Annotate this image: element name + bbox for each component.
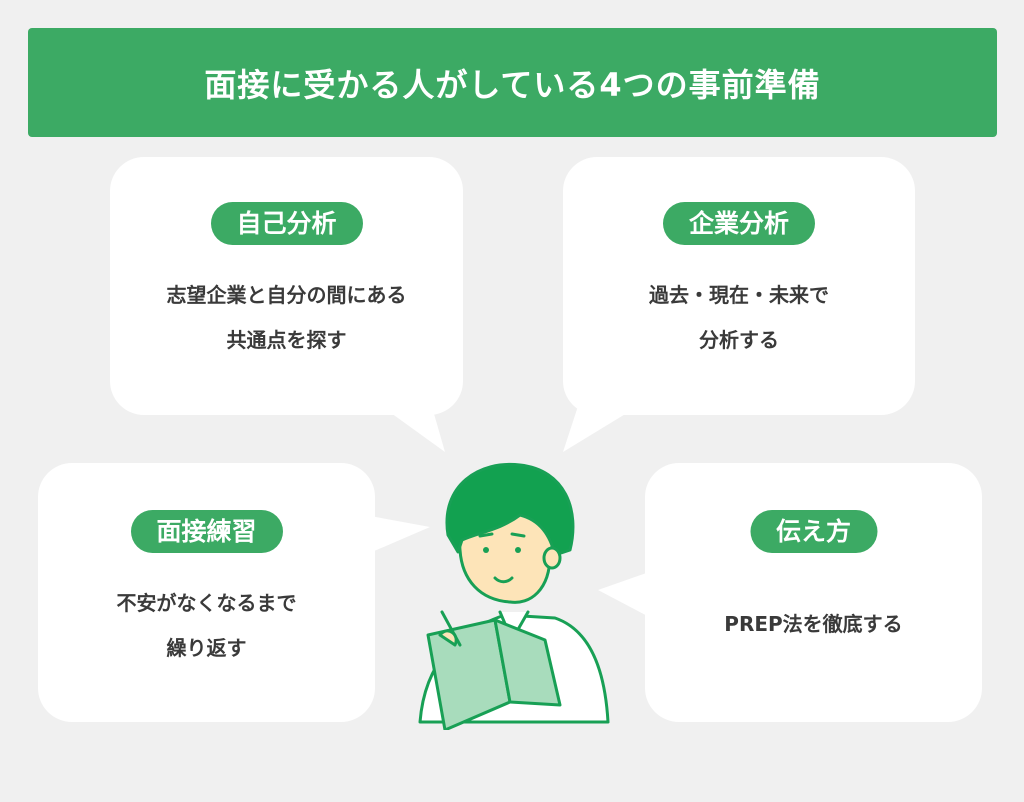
hair — [445, 462, 575, 557]
tail-bottom-left — [365, 515, 430, 555]
card-text-line: 分析する — [699, 328, 779, 352]
card-label: 伝え方 — [749, 510, 878, 553]
card-label: 自己分析 — [210, 202, 363, 245]
card-text-line: 繰り返す — [166, 636, 247, 660]
card-text: PREP法を徹底する — [645, 602, 982, 647]
card-label: 企業分析 — [662, 202, 816, 245]
card-how-to-convey: 伝え方 PREP法を徹底する — [645, 463, 982, 722]
card-text: 不安がなくなるまで 繰り返す — [38, 581, 375, 671]
card-company-analysis: 企業分析 過去・現在・未来で 分析する — [563, 157, 915, 415]
card-self-analysis: 自己分析 志望企業と自分の間にある 共通点を探す — [110, 157, 463, 415]
page-title: 面接に受かる人がしている4つの事前準備 — [28, 28, 997, 137]
card-text: 過去・現在・未来で 分析する — [563, 273, 915, 363]
student-illustration — [418, 462, 610, 730]
card-interview-practice: 面接練習 不安がなくなるまで 繰り返す — [38, 463, 375, 722]
card-text-line: 共通点を探す — [226, 328, 347, 352]
card-text: 志望企業と自分の間にある 共通点を探す — [110, 273, 463, 363]
tail-bottom-right — [598, 570, 655, 620]
card-text-line: 志望企業と自分の間にある — [166, 283, 407, 307]
card-text-line: 不安がなくなるまで — [116, 591, 297, 615]
card-text-line: 過去・現在・未来で — [649, 283, 829, 307]
card-label: 面接練習 — [130, 510, 283, 553]
card-text-line: PREP法を徹底する — [724, 612, 903, 636]
